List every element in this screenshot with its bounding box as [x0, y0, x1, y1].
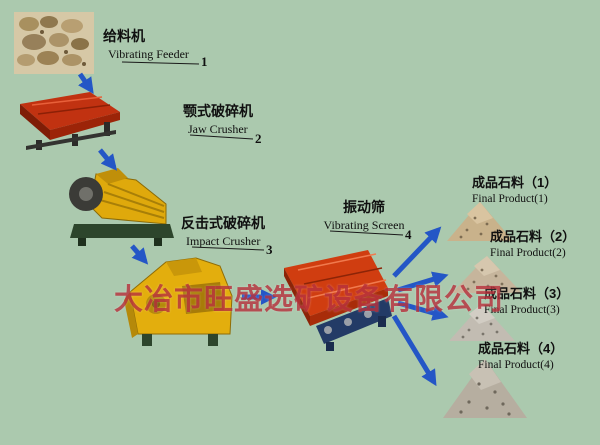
- product-pile-3: [449, 302, 515, 347]
- product-name-en: Final Product(3): [484, 303, 560, 316]
- stage-number-4: 4: [405, 227, 412, 242]
- company-watermark: 大冶市旺盛选矿设备有限公司: [114, 284, 505, 316]
- product-name-en: Final Product(4): [478, 358, 554, 371]
- stage-label-vibrating-feeder: 给料机 Vibrating Feeder: [103, 27, 189, 62]
- stage-label-jaw-crusher: 颚式破碎机 Jaw Crusher: [183, 102, 253, 137]
- stage-name-en: Jaw Crusher: [188, 121, 248, 136]
- stage-name-zh: 颚式破碎机: [183, 103, 253, 119]
- impact-crusher-illustration: [122, 252, 240, 359]
- stage-name-en: Impact Crusher: [186, 233, 261, 248]
- stage-name-zh: 给料机: [103, 28, 145, 44]
- product-name-en: Final Product(1): [472, 192, 548, 205]
- product-name-zh: 成品石料（4）: [478, 341, 564, 356]
- jaw-crusher-illustration: [66, 160, 178, 255]
- product-name-en: Final Product(2): [490, 246, 566, 259]
- arrow-screen-to-product-4: [391, 314, 437, 387]
- stage-label-impact-crusher: 反击式破碎机 Impact Crusher: [181, 214, 265, 249]
- arrow-screen-to-product-1: [392, 226, 442, 278]
- pointer-line-feeder: [121, 61, 200, 65]
- stage-number-1: 1: [201, 54, 208, 69]
- stage-name-zh: 振动筛: [343, 199, 385, 215]
- vibrating-screen-illustration: [276, 246, 398, 359]
- product-pile-4: [443, 356, 527, 425]
- stage-label-vibrating-screen: 振动筛 Vibrating Screen: [314, 198, 414, 233]
- product-name-zh: 成品石料（3）: [484, 286, 570, 301]
- stage-name-en: Vibrating Screen: [323, 217, 405, 232]
- stage-number-3: 3: [266, 242, 273, 257]
- stage-name-zh: 反击式破碎机: [181, 215, 265, 231]
- product-label-3: 成品石料（3） Final Product(3): [484, 286, 569, 318]
- product-name-zh: 成品石料（1）: [472, 175, 558, 190]
- product-label-2: 成品石料（2） Final Product(2): [490, 229, 575, 261]
- product-label-4: 成品石料（4） Final Product(4): [478, 341, 563, 373]
- product-label-1: 成品石料（1） Final Product(1): [472, 175, 557, 207]
- stage-number-2: 2: [255, 131, 262, 146]
- stage-name-en: Vibrating Feeder: [108, 46, 189, 61]
- product-pile-2: [452, 254, 522, 299]
- product-name-zh: 成品石料（2）: [490, 229, 576, 244]
- raw-material-photo: [14, 12, 94, 79]
- vibrating-feeder-illustration: [14, 88, 126, 157]
- product-pile-1: [447, 200, 513, 247]
